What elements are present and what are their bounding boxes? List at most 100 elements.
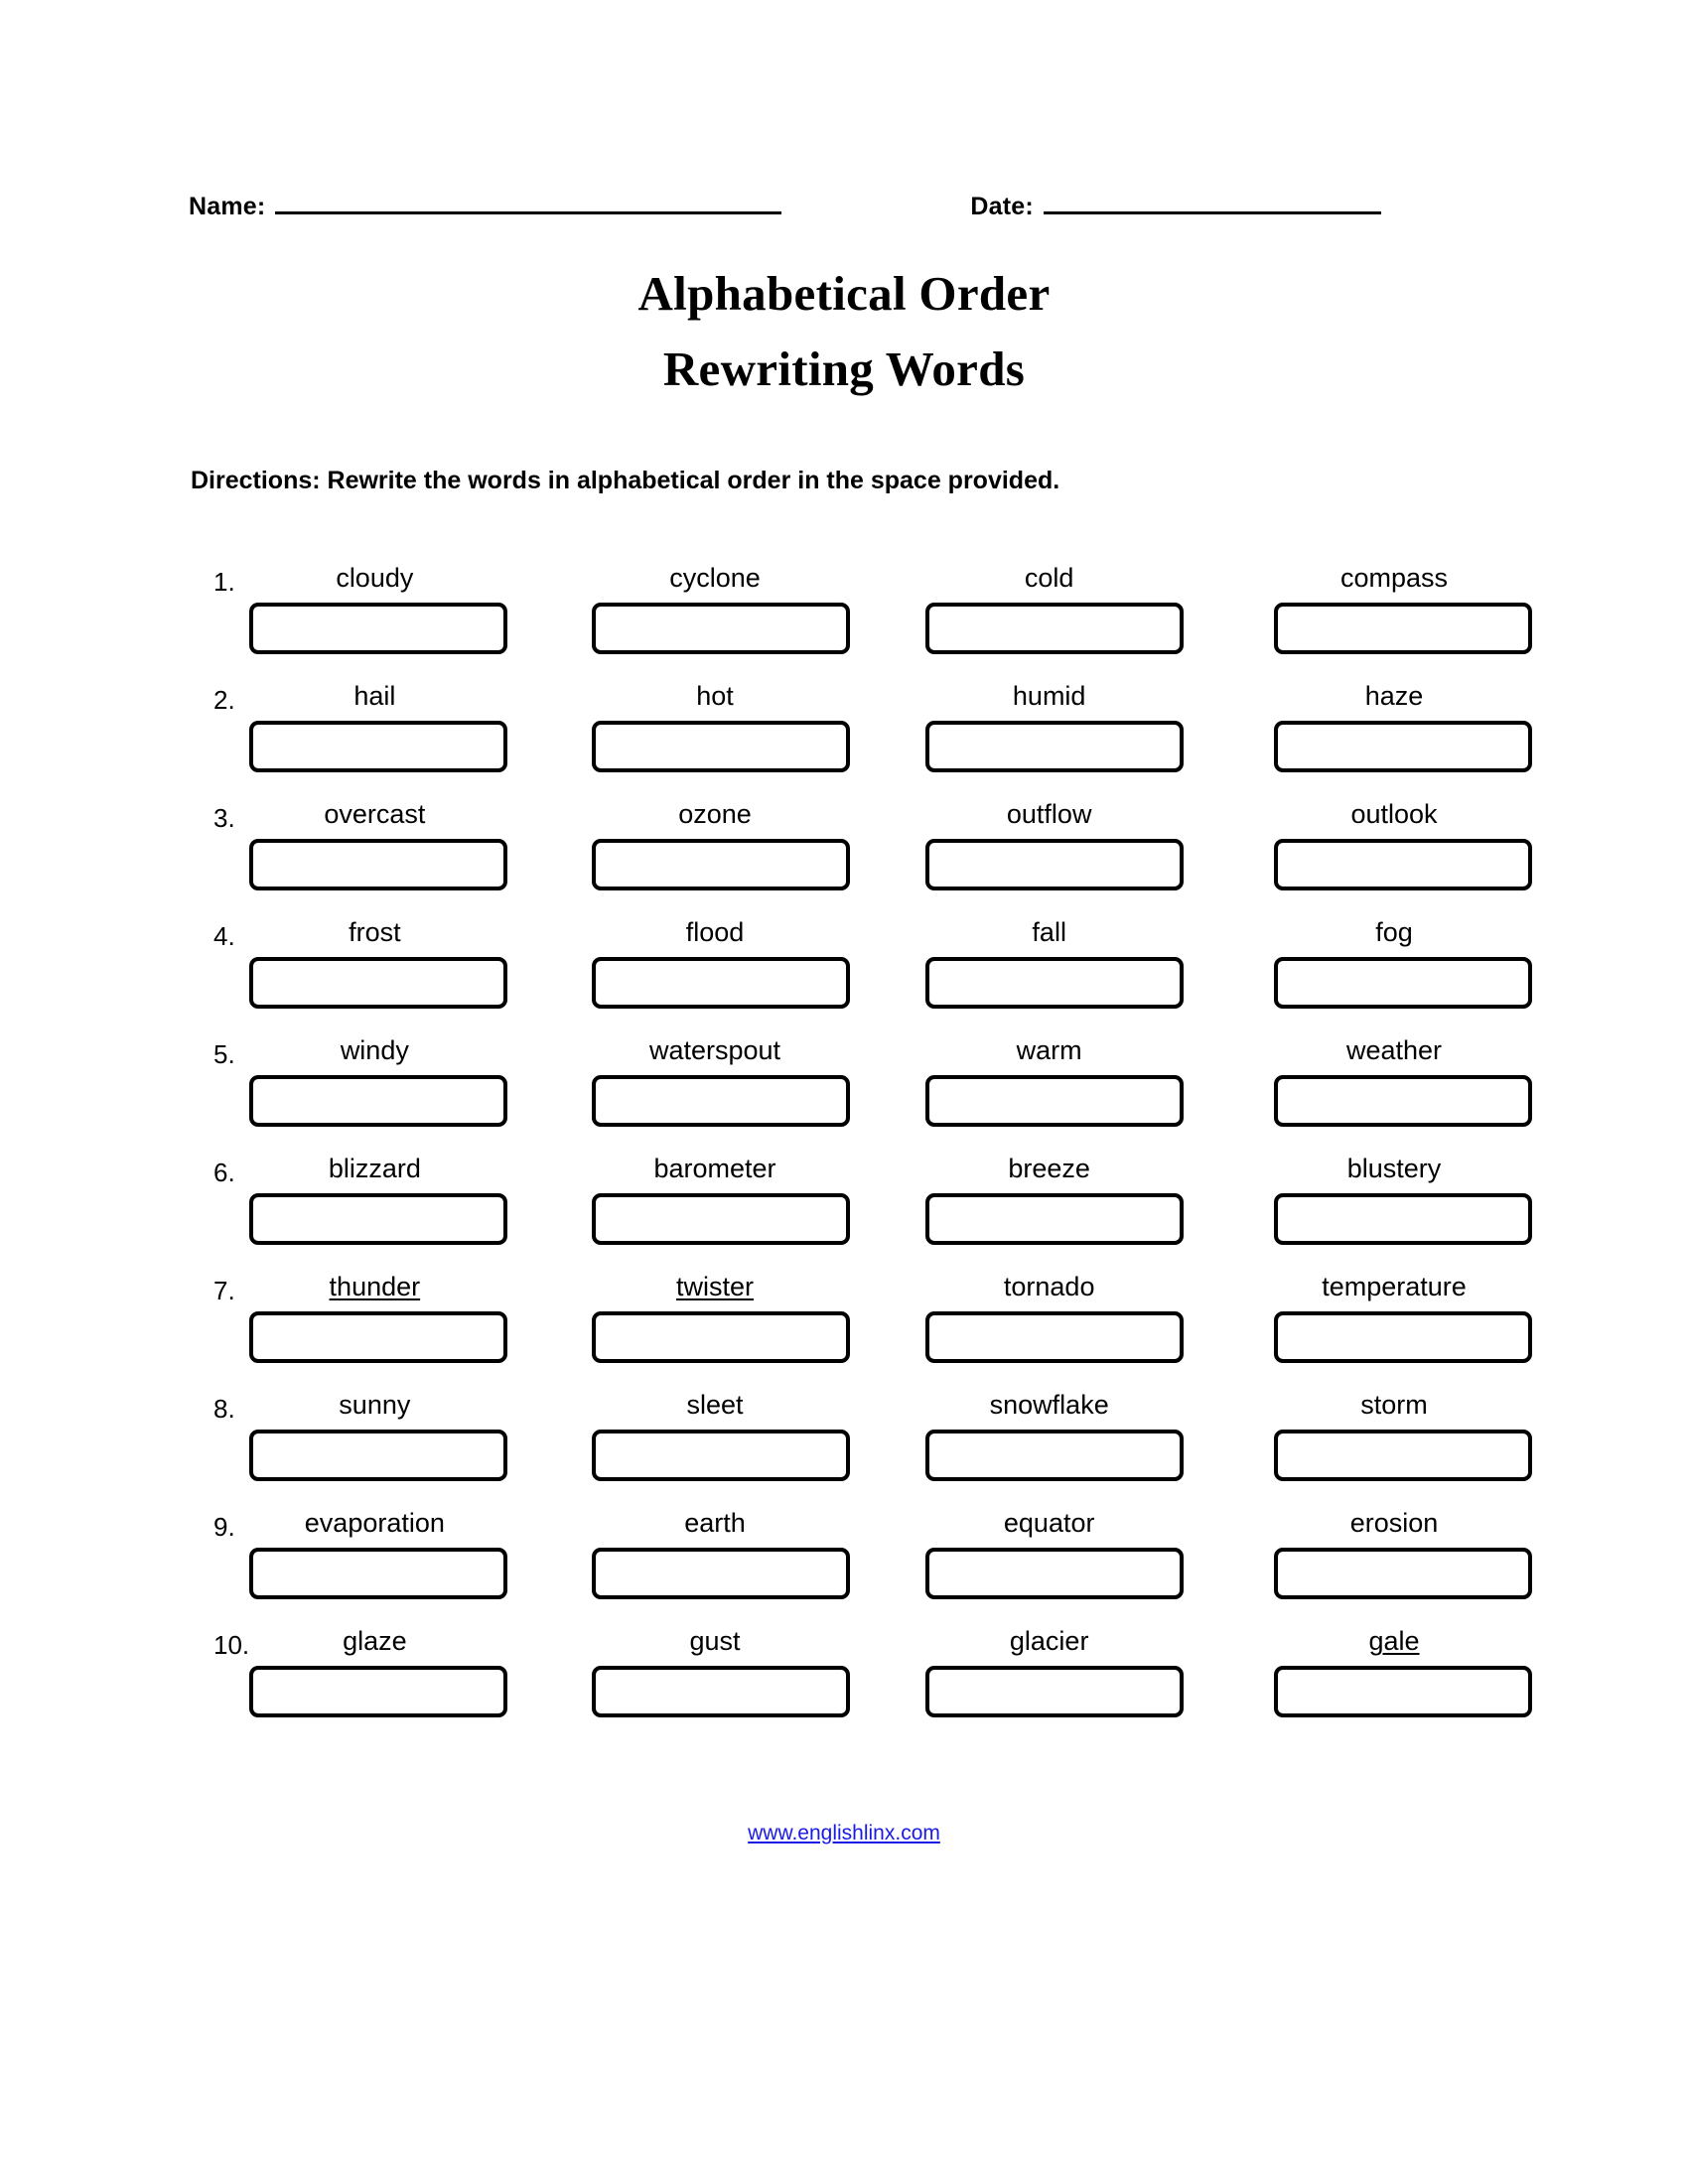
- answer-box[interactable]: [925, 603, 1185, 654]
- answer-box[interactable]: [925, 1666, 1185, 1717]
- answer-box[interactable]: [249, 1548, 507, 1599]
- answer-box[interactable]: [1274, 1666, 1533, 1717]
- title-line-1: Alphabetical Order: [637, 266, 1051, 321]
- answer-box[interactable]: [1274, 1548, 1533, 1599]
- answer-box[interactable]: [1274, 1193, 1533, 1245]
- answer-box[interactable]: [591, 603, 850, 654]
- answer-box[interactable]: [925, 1548, 1185, 1599]
- answer-box[interactable]: [591, 721, 850, 772]
- answer-box[interactable]: [1274, 1311, 1533, 1363]
- word-label: gale: [1368, 1626, 1420, 1656]
- word-label: barometer: [653, 1154, 776, 1183]
- word-cell: temperature: [1193, 1270, 1533, 1363]
- answer-box[interactable]: [249, 603, 507, 654]
- word-label: humid: [1012, 681, 1086, 711]
- answer-box[interactable]: [591, 1430, 850, 1481]
- word-label: earth: [684, 1508, 746, 1538]
- row-number: 7.: [213, 1276, 235, 1305]
- answer-box[interactable]: [925, 839, 1185, 890]
- date-label: Date:: [970, 193, 1034, 220]
- word-cell: sunny: [249, 1388, 564, 1481]
- date-write-line[interactable]: [1043, 192, 1381, 214]
- word-label: glacier: [1009, 1626, 1089, 1656]
- word-label: storm: [1360, 1390, 1428, 1420]
- answer-box[interactable]: [249, 1666, 507, 1717]
- student-info-row: Name: Date:: [189, 192, 1499, 221]
- word-label: weather: [1345, 1035, 1443, 1065]
- word-cell: windy: [249, 1033, 564, 1127]
- word-cell: sleet: [564, 1388, 879, 1481]
- answer-box[interactable]: [249, 1075, 507, 1127]
- answer-box[interactable]: [591, 1666, 850, 1717]
- exercise-row: 2. hail hot humid haze: [213, 679, 1533, 797]
- answer-box[interactable]: [925, 1311, 1185, 1363]
- answer-box[interactable]: [1274, 603, 1533, 654]
- word-cell: twister: [564, 1270, 879, 1363]
- page-title: Alphabetical Order Rewriting Words: [0, 256, 1688, 407]
- word-label: glaze: [343, 1626, 407, 1656]
- word-label: compass: [1339, 563, 1449, 593]
- answer-box[interactable]: [1274, 1430, 1533, 1481]
- row-number: 3.: [213, 803, 235, 833]
- word-cell: equator: [878, 1506, 1193, 1599]
- word-cell: overcast: [249, 797, 564, 890]
- answer-box[interactable]: [1274, 957, 1533, 1009]
- word-label: equator: [1003, 1508, 1095, 1538]
- answer-box[interactable]: [249, 957, 507, 1009]
- answer-box[interactable]: [249, 839, 507, 890]
- answer-box[interactable]: [925, 721, 1185, 772]
- answer-box[interactable]: [591, 1548, 850, 1599]
- row-columns: windy waterspout warm weather: [249, 1033, 1533, 1127]
- row-columns: evaporation earth equator erosion: [249, 1506, 1533, 1599]
- answer-box[interactable]: [925, 1075, 1185, 1127]
- word-label: hot: [696, 681, 734, 711]
- row-columns: blizzard barometer breeze blustery: [249, 1152, 1533, 1245]
- answer-box[interactable]: [925, 1430, 1185, 1481]
- word-label: blustery: [1346, 1154, 1442, 1183]
- date-group: Date:: [970, 192, 1381, 221]
- answer-box[interactable]: [249, 1193, 507, 1245]
- website-link[interactable]: www.englishlinx.com: [748, 1822, 940, 1844]
- word-cell: gust: [564, 1624, 879, 1717]
- answer-box[interactable]: [249, 1430, 507, 1481]
- word-label: frost: [349, 917, 401, 947]
- word-cell: cold: [878, 561, 1193, 654]
- answer-box[interactable]: [591, 1193, 850, 1245]
- answer-box[interactable]: [1274, 1075, 1533, 1127]
- word-cell: glaze: [249, 1624, 564, 1717]
- row-columns: hail hot humid haze: [249, 679, 1533, 772]
- answer-box[interactable]: [1274, 839, 1533, 890]
- answer-box[interactable]: [1274, 721, 1533, 772]
- answer-box[interactable]: [249, 1311, 507, 1363]
- word-label: sunny: [339, 1390, 411, 1420]
- answer-box[interactable]: [591, 957, 850, 1009]
- answer-box[interactable]: [925, 1193, 1185, 1245]
- word-cell: evaporation: [249, 1506, 564, 1599]
- word-cell: waterspout: [564, 1033, 879, 1127]
- word-cell: weather: [1193, 1033, 1533, 1127]
- name-write-line[interactable]: [275, 192, 782, 214]
- word-label: fog: [1375, 917, 1413, 947]
- row-columns: sunny sleet snowflake storm: [249, 1388, 1533, 1481]
- answer-box[interactable]: [591, 1311, 850, 1363]
- word-cell: warm: [878, 1033, 1193, 1127]
- row-number: 4.: [213, 921, 235, 951]
- exercise-row: 3. overcast ozone outflow outlook: [213, 797, 1533, 915]
- word-label: cyclone: [669, 563, 761, 593]
- word-cell: fall: [878, 915, 1193, 1009]
- answer-box[interactable]: [925, 957, 1185, 1009]
- row-columns: thunder twister tornado temperature: [249, 1270, 1533, 1363]
- answer-box[interactable]: [591, 1075, 850, 1127]
- word-label: outflow: [1006, 799, 1092, 829]
- row-columns: glaze gust glacier gale: [249, 1624, 1533, 1717]
- word-cell: earth: [564, 1506, 879, 1599]
- word-cell: snowflake: [878, 1388, 1193, 1481]
- word-label: overcast: [324, 799, 426, 829]
- word-label: snowflake: [989, 1390, 1109, 1420]
- answer-box[interactable]: [591, 839, 850, 890]
- footer: www.englishlinx.com: [0, 1822, 1688, 1845]
- answer-box[interactable]: [249, 721, 507, 772]
- exercise-row: 1. cloudy cyclone cold compass: [213, 561, 1533, 679]
- word-cell: flood: [564, 915, 879, 1009]
